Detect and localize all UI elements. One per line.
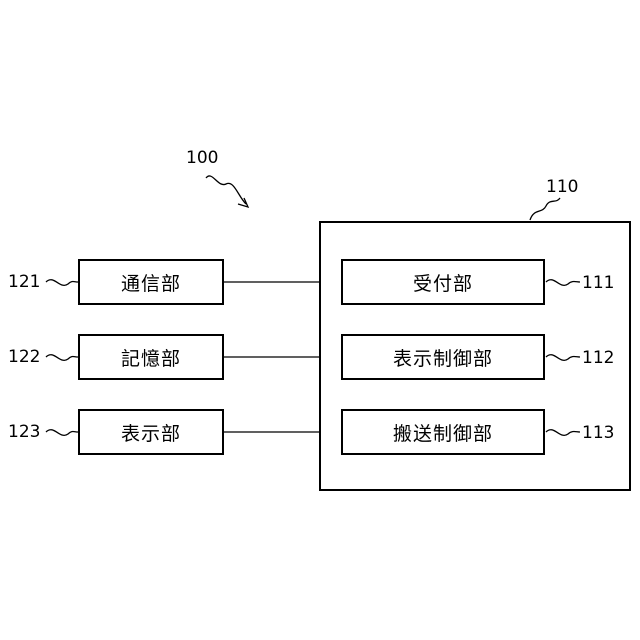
ref-121: 121 xyxy=(8,272,40,292)
leader-112 xyxy=(546,355,580,361)
ref-113: 113 xyxy=(582,423,614,443)
ref-122: 122 xyxy=(8,347,40,367)
communication-unit-box: 通信部 xyxy=(78,259,224,305)
leader-113 xyxy=(546,430,580,436)
ref-112: 112 xyxy=(582,348,614,368)
display-control-unit-label: 表示制御部 xyxy=(393,344,493,371)
ref-123: 123 xyxy=(8,422,40,442)
transport-control-unit-box: 搬送制御部 xyxy=(341,409,545,455)
leader-121 xyxy=(46,280,78,286)
display-unit-label: 表示部 xyxy=(121,419,181,446)
ref-110: 110 xyxy=(546,177,578,197)
leader-111 xyxy=(546,280,580,286)
reception-unit-box: 受付部 xyxy=(341,259,545,305)
leader-110 xyxy=(530,198,560,220)
transport-control-unit-label: 搬送制御部 xyxy=(393,419,493,446)
leader-123 xyxy=(46,430,78,436)
reception-unit-label: 受付部 xyxy=(413,269,473,296)
leader-100 xyxy=(206,176,246,204)
communication-unit-label: 通信部 xyxy=(121,269,181,296)
leader-122 xyxy=(46,355,78,361)
display-unit-box: 表示部 xyxy=(78,409,224,455)
storage-unit-label: 記憶部 xyxy=(121,344,181,371)
ref-111: 111 xyxy=(582,273,614,293)
display-control-unit-box: 表示制御部 xyxy=(341,334,545,380)
storage-unit-box: 記憶部 xyxy=(78,334,224,380)
ref-100: 100 xyxy=(186,148,218,168)
